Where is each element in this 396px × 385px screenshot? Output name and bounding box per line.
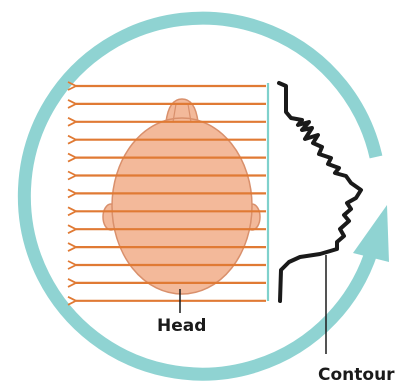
rotation-arrowhead [353, 205, 389, 262]
head-label: Head [157, 316, 206, 336]
skull [112, 118, 252, 294]
contour-label: Contour [318, 365, 396, 385]
contour-profile [279, 83, 361, 301]
